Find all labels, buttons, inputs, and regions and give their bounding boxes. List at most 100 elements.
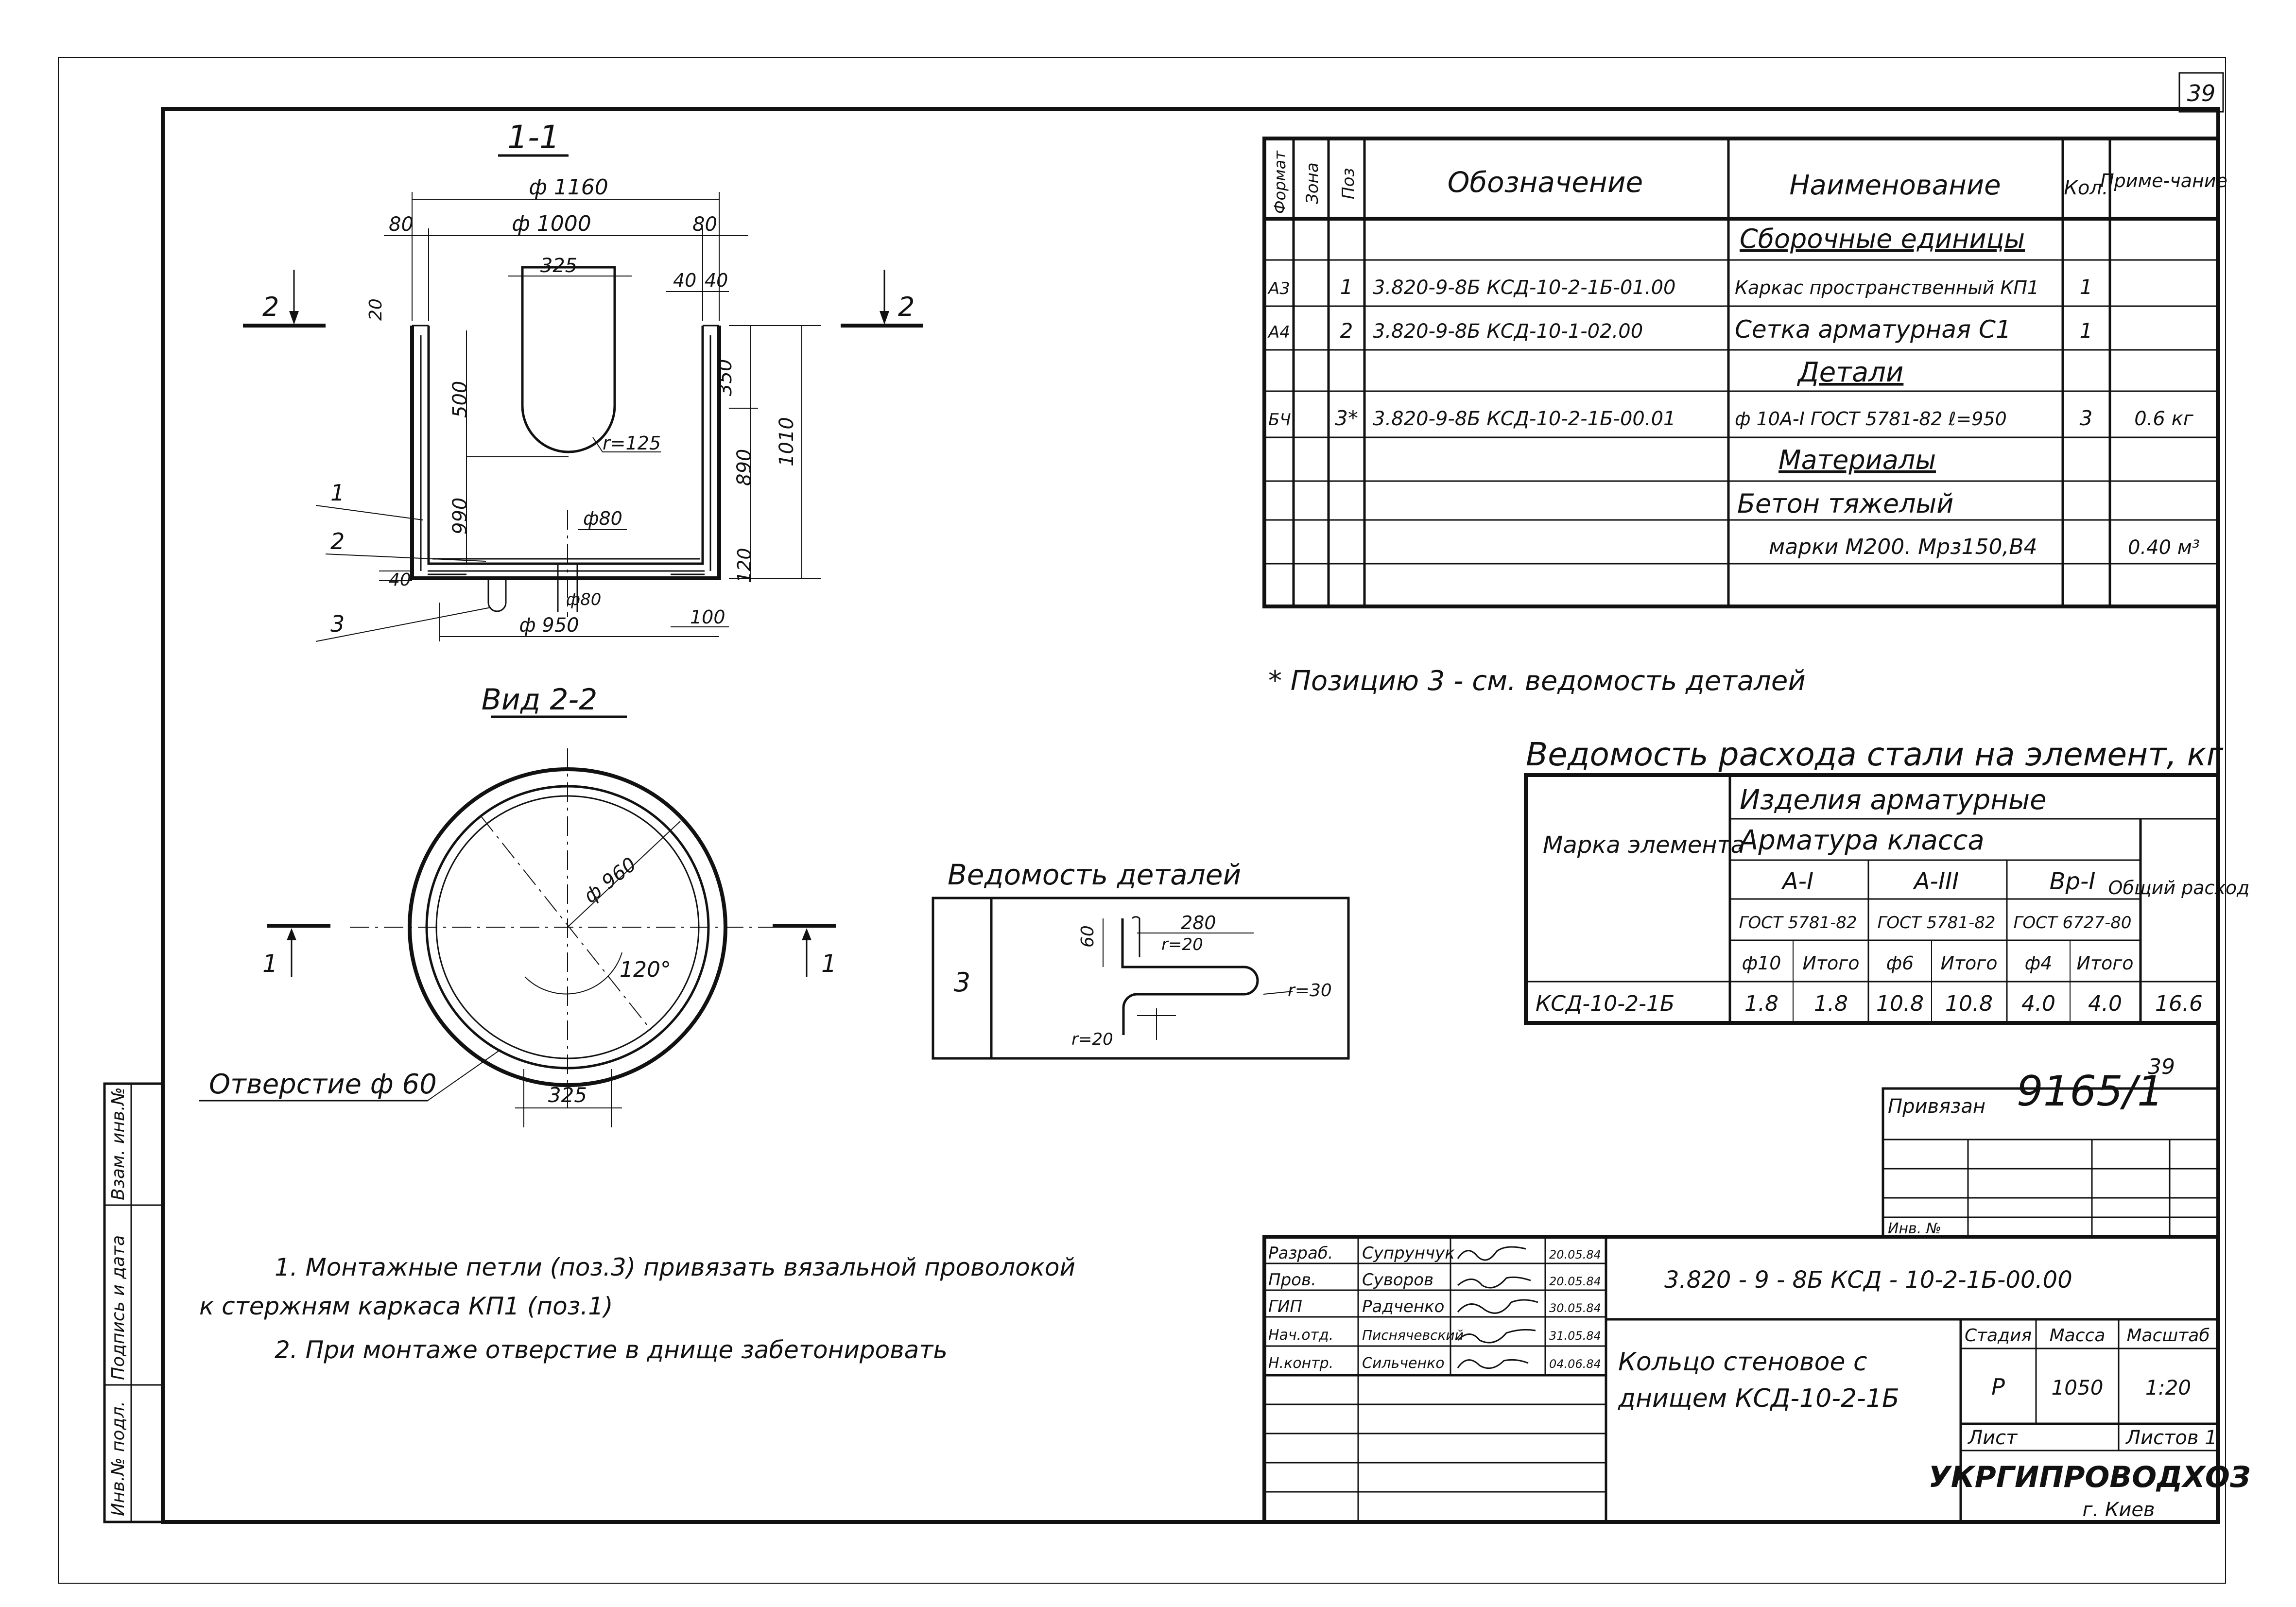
spec-header-note: Приме-чание	[2100, 170, 2227, 191]
spec-row-2-pos: 2	[1340, 319, 1353, 343]
section-title: 1-1	[507, 119, 560, 156]
sheet-number: 39	[2187, 80, 2216, 106]
signature-2	[1457, 1299, 1538, 1314]
steel-val-2: 10.8	[1876, 991, 1924, 1016]
leader-1: 1	[330, 480, 345, 506]
note-1b: к стержням каркаса КП1 (поз.1)	[199, 1292, 613, 1320]
signature-4	[1457, 1359, 1529, 1369]
dim-h890: 890	[733, 449, 756, 486]
dim-w325: 325	[548, 1083, 587, 1107]
tb-name-0: Супрунчук	[1362, 1244, 1455, 1263]
dim-40a: 40	[673, 270, 696, 291]
spec-row-4-qty: 3	[2080, 406, 2093, 430]
tb-mass: 1050	[2052, 1376, 2104, 1400]
steel-row-mark: КСД-10-2-1Б	[1536, 991, 1675, 1016]
spec-row-4-pos: 3*	[1335, 406, 1358, 430]
spec-row-1-qty: 1	[2080, 275, 2093, 299]
dim-w100: 100	[690, 606, 725, 628]
tb-name-line1: Кольцо стеновое с	[1618, 1348, 1867, 1377]
tb-org: УКРГИПРОВОДХОЗ	[1929, 1460, 2251, 1494]
signature-3	[1457, 1329, 1536, 1344]
tb-date-1: 20.05.84	[1549, 1275, 1601, 1288]
tb-stage: Р	[1991, 1374, 2005, 1400]
details-sheet: Ведомость деталей 3 60 280 r=20 r=30 r=2…	[932, 858, 1350, 1060]
steel-total-header: Общий расход	[2108, 877, 2250, 899]
spec-row-1-code: 3.820-9-8Б КСД-10-2-1Б-01.00	[1373, 276, 1676, 299]
cut-mark-2-left: 2	[262, 292, 279, 322]
dim-l280: 280	[1181, 912, 1216, 933]
tb-name-4: Сильченко	[1362, 1355, 1445, 1372]
details-title: Ведомость деталей	[948, 858, 1241, 891]
leader-2: 2	[330, 528, 345, 554]
steel-sub: Арматура класса	[1738, 825, 1985, 856]
steel-gost-1: ГОСТ 5781-82	[1877, 913, 1995, 933]
steel-mark-header: Марка элемента	[1543, 831, 1745, 859]
dim-d80b: ф80	[566, 590, 601, 609]
steel-col-3: Итого	[1940, 952, 1997, 974]
cut-mark-1-left: 1	[262, 950, 278, 978]
details-pos: 3	[954, 967, 970, 998]
spec-row-2-code: 3.820-9-8Б КСД-10-1-02.00	[1373, 320, 1643, 343]
view-title: Вид 2-2	[482, 683, 598, 717]
doc-number: 9165/1	[2017, 1067, 2164, 1116]
spec-row-2-qty: 1	[2080, 319, 2093, 343]
dim-angle: 120°	[620, 957, 671, 982]
spec-header-qty: Кол.	[2064, 177, 2108, 199]
tb-role-0: Разраб.	[1268, 1244, 1333, 1263]
spec-header-zone: Зона	[1303, 162, 1322, 204]
spec-row-1-pos: 1	[1340, 275, 1353, 299]
dim-r20a: r=20	[1161, 935, 1203, 954]
tb-stage-header: Стадия	[1965, 1326, 2032, 1346]
spec-row-4-code: 3.820-9-8Б КСД-10-2-1Б-00.01	[1373, 408, 1676, 430]
tb-city: г. Киев	[2082, 1499, 2155, 1521]
steel-class-1: А-III	[1913, 868, 1959, 895]
dim-d-outer: ф 1160	[529, 175, 608, 200]
steel-table: Ведомость расхода стали на элемент, кг М…	[1524, 736, 2250, 1025]
dim-s40: 40	[389, 570, 411, 590]
steel-title: Ведомость расхода стали на элемент, кг	[1526, 736, 2223, 773]
signature-1	[1457, 1276, 1531, 1289]
tb-date-2: 30.05.84	[1549, 1301, 1601, 1315]
tb-code: 3.820 - 9 - 8Б КСД - 10-2-1Б-00.00	[1664, 1266, 2072, 1294]
spec-row-0-name: Сборочные единицы	[1740, 224, 2025, 254]
spec-row-2-name: Сетка арматурная С1	[1735, 315, 2011, 344]
tb-date-0: 20.05.84	[1549, 1248, 1601, 1261]
tb-scale: 1:20	[2145, 1376, 2191, 1400]
spec-row-5-name: Материалы	[1778, 445, 1936, 475]
dim-left-wall: 80	[389, 213, 414, 236]
steel-row-total: 16.6	[2155, 991, 2203, 1016]
sheet-number-box	[2178, 72, 2224, 113]
tb-sheets-header: Листов 1	[2125, 1427, 2217, 1449]
dim-slot-width: 325	[540, 255, 577, 277]
outer-frame	[58, 57, 2226, 1584]
dim-h500: 500	[449, 381, 471, 418]
steel-group: Изделия арматурные	[1740, 784, 2047, 816]
tb-scale-header: Масштаб	[2126, 1326, 2210, 1346]
title-block: Разраб. Супрунчук 20.05.84 Пров. Суворов…	[1262, 1235, 2251, 1524]
spec-row-1-fmt: А3	[1267, 279, 1290, 298]
spec-table: Формат Зона Поз Обозначение Наименование…	[1262, 137, 2227, 608]
binding-inv: Инв. №	[1888, 1220, 1941, 1237]
steel-gost-0: ГОСТ 5781-82	[1739, 913, 1857, 933]
side-stamp: Инв.№ подл. Подпись и дата Взам. инв.№	[103, 1082, 164, 1523]
steel-val-5: 4.0	[2088, 991, 2122, 1016]
steel-col-1: Итого	[1802, 952, 1859, 974]
spec-header-format: Формат	[1271, 150, 1289, 214]
dim-h990: 990	[449, 498, 471, 535]
tb-name-3: Писнячевский	[1362, 1327, 1464, 1343]
spec-row-1-name: Каркас пространственный КП1	[1735, 277, 2039, 298]
dim-h60: 60	[1078, 925, 1098, 948]
spec-header-pos: Поз	[1339, 168, 1358, 199]
signature-0	[1457, 1246, 1526, 1261]
spec-row-3-name: Детали	[1796, 357, 1903, 388]
tb-role-2: ГИП	[1268, 1297, 1302, 1316]
cut-mark-1-right: 1	[821, 950, 837, 978]
dim-d950: ф 950	[519, 614, 579, 637]
stamp-vzam-inv: Взам. инв.№	[108, 1087, 128, 1200]
leader-3: 3	[330, 611, 345, 637]
note-1a: 1. Монтажные петли (поз.3) привязать вяз…	[275, 1253, 1075, 1281]
steel-val-0: 1.8	[1744, 991, 1778, 1016]
tb-role-1: Пров.	[1268, 1270, 1316, 1290]
